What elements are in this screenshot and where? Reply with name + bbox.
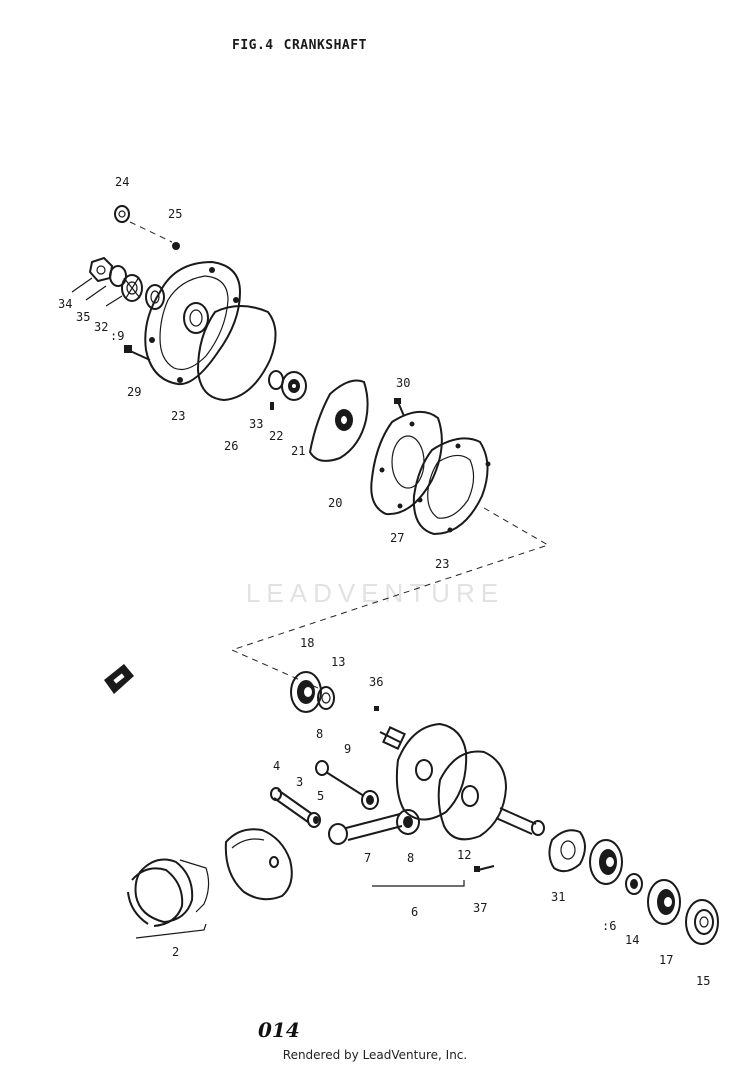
piston-pin-4[interactable] [270, 787, 313, 823]
bolt-29[interactable] [124, 345, 151, 361]
bearing-17[interactable] [647, 879, 681, 925]
part-label-27: 27 [390, 531, 405, 545]
connecting-rod-7[interactable] [328, 809, 420, 845]
cover-23[interactable] [412, 437, 491, 536]
part-label-24: 24 [115, 175, 130, 189]
bolt-25[interactable] [172, 242, 180, 250]
bracket-line-2 [135, 923, 207, 939]
gasket-26[interactable] [196, 305, 277, 402]
part-label-21: 21 [291, 444, 306, 458]
washer-35[interactable] [109, 265, 127, 287]
part-label-34: 34 [58, 297, 73, 311]
needle-bearing-9[interactable] [315, 760, 379, 810]
washer-24[interactable] [114, 205, 130, 223]
part-label-17: 17 [659, 953, 674, 967]
part-label-22: 22 [269, 429, 284, 443]
part-label-12: 12 [457, 848, 472, 862]
part-label-37: 37 [473, 901, 488, 915]
part-label-26: 26 [224, 439, 239, 453]
part-label-13: 13 [331, 655, 346, 669]
leader-lines [71, 277, 123, 307]
page-number: 014 [258, 1018, 300, 1042]
part-label-16: :6 [602, 919, 617, 933]
gasket-27[interactable] [370, 411, 443, 516]
part-label-31: 31 [551, 890, 566, 904]
bearing-22[interactable] [281, 371, 307, 401]
piston[interactable] [224, 828, 293, 901]
part-label-2: 2 [172, 945, 180, 959]
plate-20[interactable] [308, 379, 369, 462]
crankshaft-6[interactable] [379, 722, 545, 841]
part-label-25: 25 [168, 207, 183, 221]
part-label-32: 32 [94, 320, 109, 334]
part-label-5: 5 [317, 789, 325, 803]
part-label-20: 20 [328, 496, 343, 510]
bracket-line-6 [372, 880, 465, 887]
part-label-18: 18 [300, 636, 315, 650]
part-label-35: 35 [76, 310, 91, 324]
figure-number: FIG.4 [232, 38, 274, 53]
crankcase-23[interactable] [144, 260, 242, 386]
part-label-15: 15 [696, 974, 711, 988]
clip-3[interactable] [307, 812, 321, 828]
part-label-8a: 8 [316, 727, 324, 741]
part-label-9: 9 [344, 742, 352, 756]
washer-31[interactable] [548, 829, 586, 873]
piston-rings-2[interactable] [127, 858, 210, 927]
figure-name: CRANKSHAFT [283, 38, 367, 53]
part-label-36: 36 [369, 675, 384, 689]
seal-33[interactable] [268, 370, 284, 390]
bearing-16[interactable] [589, 839, 623, 885]
part-label-8b: 8 [407, 851, 415, 865]
bracket-piece[interactable] [104, 664, 134, 694]
footer-credit: Rendered by LeadVenture, Inc. [282, 1048, 468, 1062]
part-label-4: 4 [273, 759, 281, 773]
screw-30[interactable] [394, 398, 405, 417]
figure-title: FIG.4 CRANKSHAFT [232, 38, 367, 53]
seal-15[interactable] [685, 899, 719, 945]
key-21[interactable] [270, 402, 274, 410]
part-label-29: 29 [127, 385, 142, 399]
watermark: LEADVENTURE [245, 578, 505, 608]
part-label-14: 14 [625, 933, 640, 947]
part-label-23b: 23 [435, 557, 450, 571]
part-label-7: 7 [364, 851, 372, 865]
seal-13[interactable] [317, 686, 335, 710]
part-label-3: 3 [296, 775, 304, 789]
part-label-19: :9 [110, 329, 125, 343]
pin-36[interactable] [374, 706, 379, 711]
nut-34[interactable] [88, 256, 114, 283]
part-label-23a: 23 [171, 409, 186, 423]
bearing-18[interactable] [290, 671, 322, 713]
spacer-14[interactable] [625, 873, 643, 895]
seal-19[interactable] [145, 284, 165, 310]
part-label-33: 33 [249, 417, 264, 431]
part-label-6: 6 [411, 905, 419, 919]
gear-32[interactable] [121, 274, 143, 302]
part-label-30: 30 [396, 376, 411, 390]
bolt-37[interactable] [474, 865, 495, 872]
